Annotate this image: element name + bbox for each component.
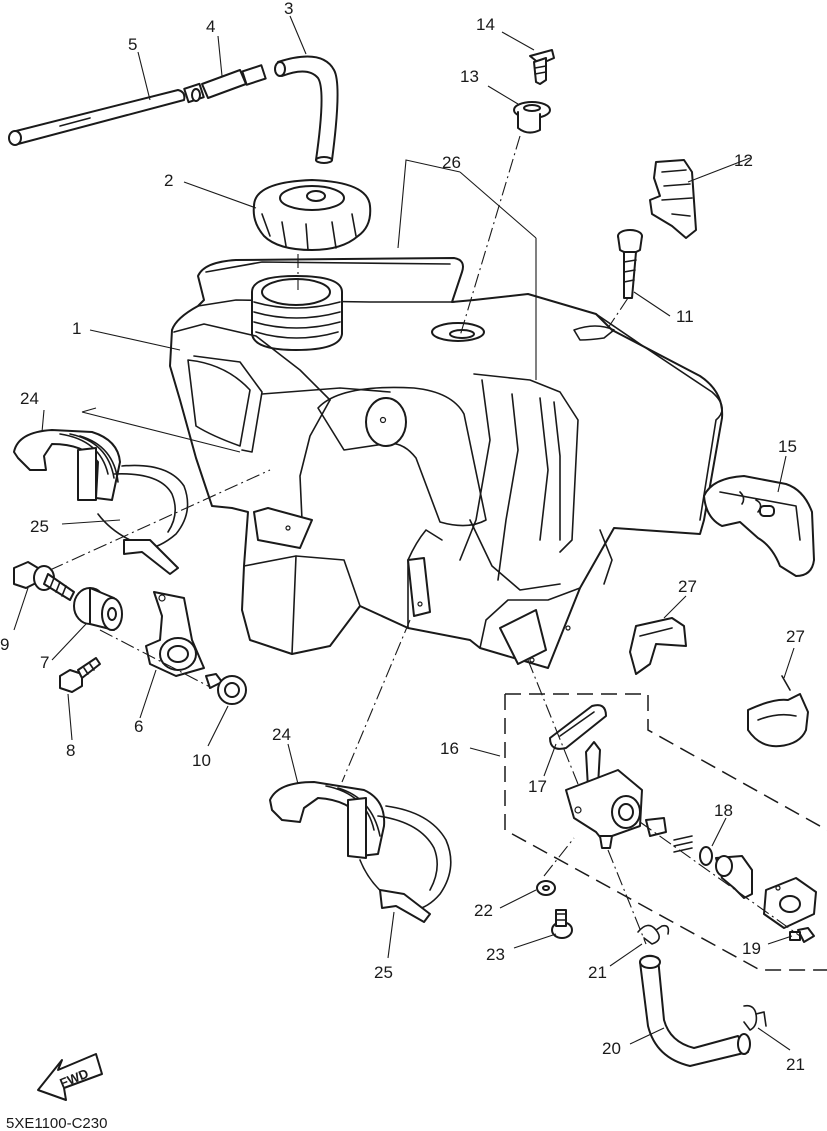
callout-labels: 5 4 3 2 1 26 14 13 12 11 15 24 25 9 7 8 … [0, 0, 805, 1074]
callout-22: 22 [474, 901, 493, 920]
callout-18: 18 [714, 801, 733, 820]
callout-10: 10 [192, 751, 211, 770]
band-24b-part [269, 781, 386, 859]
clip-21a-part [637, 924, 670, 945]
fuel-hose-20-part [639, 954, 751, 1067]
callout-27b: 27 [786, 627, 805, 646]
screw-19-part [789, 927, 815, 943]
callout-23: 23 [486, 945, 505, 964]
callout-2: 2 [164, 171, 173, 190]
callout-13: 13 [460, 67, 479, 86]
damper-27b-part [747, 675, 809, 748]
callout-12: 12 [734, 151, 753, 170]
fwd-arrow-icon: FWD [37, 1053, 103, 1101]
callout-24a: 24 [20, 389, 39, 408]
fuel-cock-kit-outline [504, 693, 827, 971]
callout-19: 19 [742, 939, 761, 958]
callout-5: 5 [128, 35, 137, 54]
gasket-17-part [549, 704, 607, 750]
clip-12-part [649, 159, 697, 239]
screw-23-part [551, 909, 573, 939]
bolt-9-part [13, 561, 75, 601]
band-24a-part [13, 429, 121, 501]
fuel-cock-body-part [565, 741, 643, 849]
damper-27a-part [629, 617, 687, 675]
vent-hose-part [274, 55, 339, 164]
callout-4: 4 [206, 17, 215, 36]
callout-8: 8 [66, 741, 75, 760]
bolt-8-part [59, 657, 101, 693]
cover-plate-part [763, 877, 817, 929]
callout-7: 7 [40, 653, 49, 672]
callout-15: 15 [778, 437, 797, 456]
callout-14: 14 [476, 15, 495, 34]
callout-17: 17 [528, 777, 547, 796]
strap-15-part [703, 475, 815, 577]
bolt-11-part [617, 229, 643, 299]
callout-24b: 24 [272, 725, 291, 744]
check-valve-part [183, 64, 267, 104]
clip-21b-part [743, 1004, 767, 1031]
collar-13-part [513, 101, 551, 134]
callout-3: 3 [284, 0, 293, 18]
leader-lines [13, 15, 795, 1051]
fuel-cap-part [252, 179, 372, 251]
callout-27a: 27 [678, 577, 697, 596]
damper-7-part [73, 587, 123, 631]
band-25b-part [359, 805, 452, 923]
callout-20: 20 [602, 1039, 621, 1058]
drawing-code: 5XE1100-C230 [6, 1115, 107, 1131]
bracket-6-part [145, 591, 205, 677]
callout-9: 9 [0, 635, 9, 654]
fuel-tank-part [169, 257, 724, 669]
washer-22-part [536, 880, 556, 896]
callout-21a: 21 [588, 963, 607, 982]
callout-11: 11 [676, 307, 694, 326]
callout-25b: 25 [374, 963, 393, 982]
valve-parts-part [645, 817, 753, 899]
collar-10-part [205, 673, 247, 705]
screw-14-part [529, 49, 555, 85]
callout-21b: 21 [786, 1055, 805, 1074]
callout-25a: 25 [30, 517, 49, 536]
callout-6: 6 [134, 717, 143, 736]
callout-16: 16 [440, 739, 459, 758]
callout-1: 1 [72, 319, 81, 338]
breather-hose-part [8, 89, 186, 146]
callout-26: 26 [442, 153, 461, 172]
assembly-center-lines [49, 135, 801, 945]
